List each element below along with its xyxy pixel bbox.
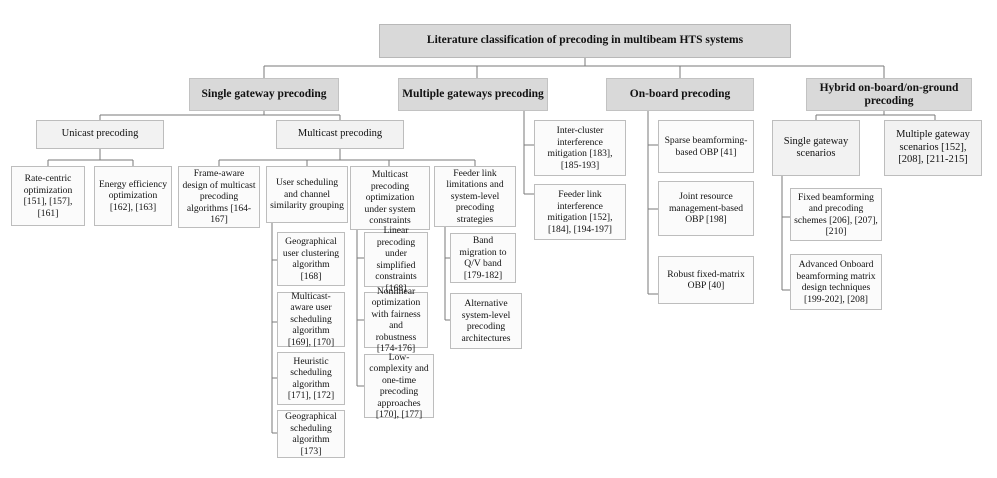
user-scheduling-node: User scheduling and channel similarity g… [266,166,348,223]
rate-centric-node: Rate-centric optimization [151], [157], … [11,166,85,226]
band-migration-node: Band migration to Q/V band [179-182] [450,233,516,283]
advanced-onboard-node: Advanced Onboard beamforming matrix desi… [790,254,882,310]
linear-precoding-node: Linear precoding under simplified constr… [364,225,428,294]
multiple-gateways-node: Multiple gateways precoding [398,78,548,111]
geo-scheduling-node: Geographical scheduling algorithm [173] [277,410,345,458]
onboard-node: On-board precoding [606,78,754,111]
inter-cluster-node: Inter-cluster interference mitigation [1… [534,120,626,176]
low-complexity-node: Low-complexity and one-time precoding ap… [364,352,434,420]
hybrid-single-gateway-node: Single gateway scenarios [772,120,860,176]
unicast-node: Unicast precoding [36,120,164,149]
robust-obp-node: Robust fixed-matrix OBP [40] [658,256,754,304]
alternative-architectures-node: Alternative system-level precoding archi… [450,293,522,349]
hybrid-node: Hybrid on-board/on-ground precoding [806,78,972,111]
multicast-aware-node: Multicast-aware user scheduling algorith… [277,291,345,348]
heuristic-node: Heuristic scheduling algorithm [171], [1… [277,352,345,405]
root-node: Literature classification of precoding i… [379,24,791,58]
energy-efficiency-node: Energy efficiency optimization [162], [1… [94,166,172,226]
nonlinear-optimization-node: Nonlinear optimization with fairness and… [364,286,428,354]
feeder-limitations-node: Feeder link limitations and system-level… [434,166,516,227]
frame-aware-node: Frame-aware design of multicast precodin… [178,166,260,228]
multicast-node: Multicast precoding [276,120,404,149]
fixed-beamforming-node: Fixed beamforming and precoding schemes … [790,188,882,241]
sparse-obp-node: Sparse beamforming-based OBP [41] [658,120,754,173]
geo-clustering-node: Geographical user clustering algorithm [… [277,232,345,286]
single-gateway-node: Single gateway precoding [189,78,339,111]
feeder-link-interference-node: Feeder link interference mitigation [152… [534,184,626,240]
optimization-node: Multicast precoding optimization under s… [350,166,430,230]
hybrid-multiple-gateway-node: Multiple gateway scenarios [152], [208],… [884,120,982,176]
joint-resource-obp-node: Joint resource management-based OBP [198… [658,181,754,236]
